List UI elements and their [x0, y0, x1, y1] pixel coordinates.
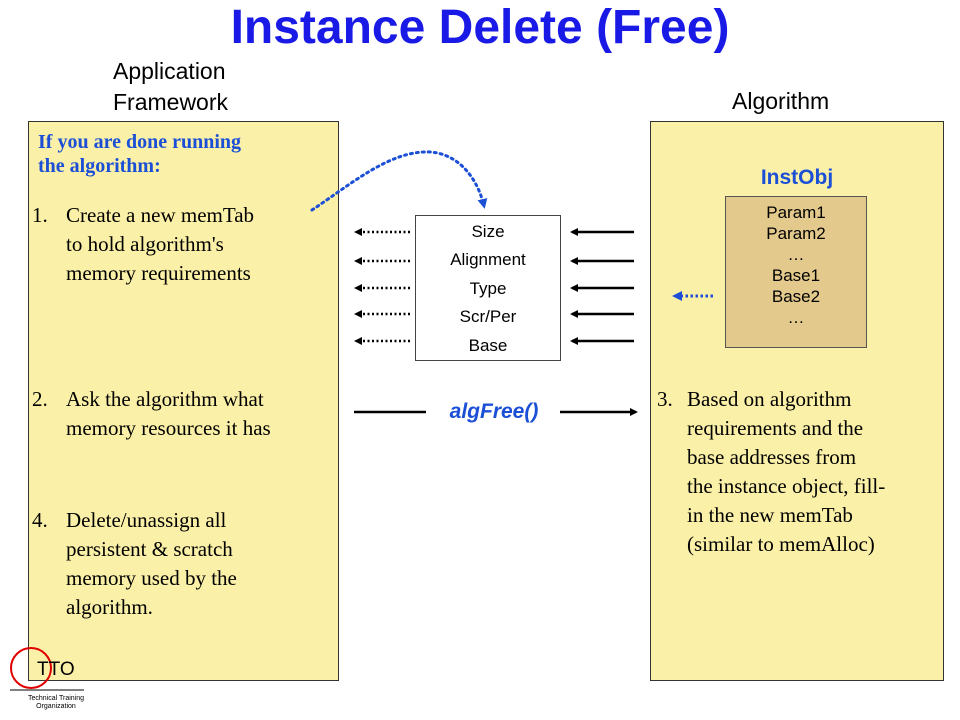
memtab-field-size: Size [471, 222, 505, 241]
memtab-field-type: Type [469, 278, 507, 298]
instobj-field: Base2 [771, 287, 821, 306]
application-panel [28, 121, 339, 681]
tto-logo-icon [10, 647, 84, 691]
step-3-line: Based on algorithm [687, 387, 852, 411]
instobj-field: … [787, 308, 805, 327]
step-1-line: Create a new memTab [66, 203, 255, 227]
step-4-line: memory used by the [66, 566, 237, 590]
prompt-line1: If you are done running [38, 131, 242, 153]
memtab-dotted-arrows [354, 228, 410, 345]
step-4-line: persistent & scratch [66, 537, 233, 561]
step-3-line: in the new memTab [687, 503, 853, 527]
step-3-line: requirements and the [687, 416, 864, 440]
dotted-curved-arrow-icon [310, 150, 488, 212]
logo-sub-line2: Organization [36, 703, 76, 710]
memtab-solid-arrows [570, 228, 634, 345]
instobj-field: Param1 [766, 203, 826, 222]
prompt-line2: the algorithm: [38, 155, 161, 177]
step-1-line: memory requirements [66, 261, 251, 285]
step-1: 1. Create a new memTab to hold algorithm… [32, 201, 332, 291]
instobj-field: … [787, 245, 805, 264]
instobj-field: Base1 [771, 266, 821, 285]
step-2-number: 2. [32, 387, 48, 411]
memtab-box: Size Alignment Type Scr/Per Base [415, 215, 561, 361]
step-4-line: algorithm. [66, 595, 153, 619]
app-label-line2: Framework [113, 89, 229, 115]
step-3-line: base addresses from [687, 445, 857, 469]
memtab-field-base: Base [468, 335, 508, 355]
step-4-line: Delete/unassign all [66, 508, 227, 532]
instobj-box: Param1 Param2 … Base1 Base2 … [725, 196, 867, 348]
step-4-number: 4. [32, 508, 48, 532]
step-4: 4. Delete/unassign all persistent & scra… [32, 506, 332, 626]
step-2-line: memory resources it has [66, 416, 271, 440]
app-label-line1: Application [113, 58, 226, 84]
page-title: Instance Delete (Free) [230, 1, 730, 54]
step-1-number: 1. [32, 203, 48, 227]
instobj-field: Param2 [766, 224, 826, 243]
algorithm-label: Algorithm [732, 88, 830, 114]
application-framework-label: Application Framework [113, 56, 228, 118]
algfree-call-label: algFree() [449, 400, 539, 423]
memtab-field-alignment: Alignment [450, 250, 526, 270]
step-1-line: to hold algorithm's [66, 232, 224, 256]
step-3: 3. Based on algorithm requirements and t… [657, 385, 942, 575]
instobj-title: InstObj [760, 166, 834, 189]
logo-subtitle: Technical Training Organization [4, 695, 108, 711]
step-2: 2. Ask the algorithm what memory resourc… [32, 385, 332, 445]
step-3-number: 3. [657, 387, 673, 411]
logo-sub-line1: Technical Training [27, 695, 85, 702]
step-3-line: (similar to memAlloc) [687, 532, 875, 556]
step-3-line: the instance object, fill- [687, 474, 886, 498]
logo-text: TTO [37, 659, 75, 680]
step-2-line: Ask the algorithm what [66, 387, 264, 411]
prompt-heading: If you are done running the algorithm: [38, 130, 328, 178]
memtab-field-scr-per: Scr/Per [459, 307, 517, 327]
